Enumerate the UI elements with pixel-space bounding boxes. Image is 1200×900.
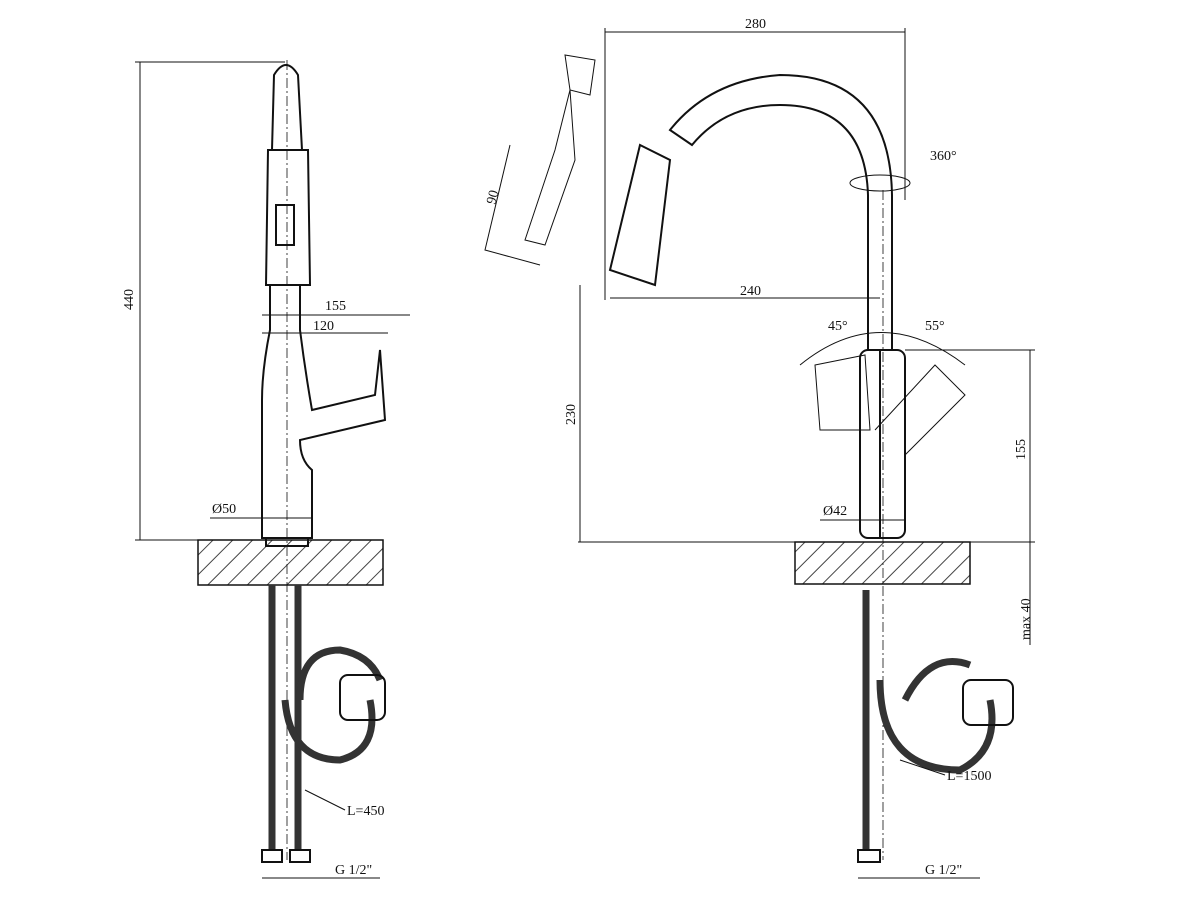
weight-left [339, 674, 386, 721]
spray-head-right [608, 143, 672, 287]
countertop-left [197, 539, 384, 586]
dim-230: 230 [564, 404, 579, 425]
dim-d50: Ø50 [212, 502, 236, 517]
spray-head [264, 149, 312, 286]
weight-right [962, 679, 1014, 726]
left-view: 440 155 120 Ø50 L=450 G 1/2" [122, 60, 410, 879]
dim-120: 120 [313, 319, 334, 334]
dim-155: 155 [325, 299, 346, 314]
dim-360: 360° [930, 149, 957, 164]
dim-440: 440 [122, 289, 137, 310]
dim-45: 45° [828, 319, 848, 334]
spray-head-pulled [524, 54, 596, 246]
dim-90: 90 [484, 189, 502, 206]
spray-head-top [270, 64, 304, 151]
countertop-right [794, 541, 971, 585]
dim-d42: Ø42 [823, 504, 847, 519]
label-l1500: L=1500 [947, 769, 991, 784]
dim-max40: max 40 [1019, 598, 1034, 640]
label-l450: L=450 [347, 804, 384, 819]
label-thread-left: G 1/2" [335, 863, 372, 878]
label-thread-right: G 1/2" [925, 863, 962, 878]
dim-55: 55° [925, 319, 945, 334]
dim-280: 280 [745, 17, 766, 32]
right-view: 280 360° 90 240 230 45° 55° 155 max 40 Ø… [484, 17, 1035, 879]
dim-240: 240 [740, 284, 761, 299]
dim-155-right: 155 [1014, 439, 1029, 460]
